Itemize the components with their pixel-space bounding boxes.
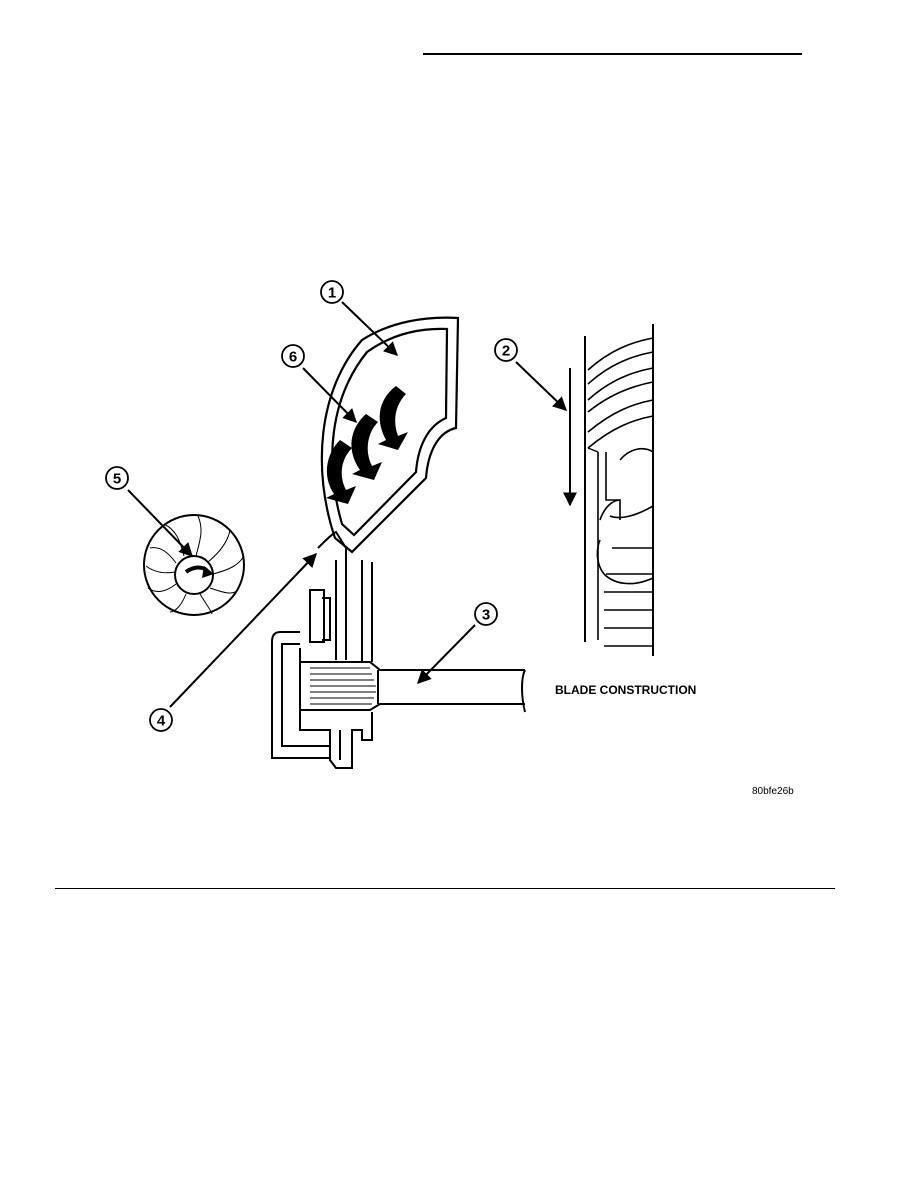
blade-construction-detail xyxy=(563,324,654,656)
header-rule xyxy=(423,53,802,55)
callout-4: 4 xyxy=(149,708,173,732)
leader-line-3 xyxy=(417,624,476,684)
footer-rule xyxy=(55,888,835,889)
leader-line-1 xyxy=(341,301,399,356)
input-shaft xyxy=(299,661,526,714)
callout-6-label: 6 xyxy=(289,349,297,366)
callout-5-label: 5 xyxy=(113,471,121,488)
fluid-flow-arrows xyxy=(326,386,408,504)
callout-1-label: 1 xyxy=(328,285,336,302)
callout-6: 6 xyxy=(281,344,305,368)
callout-3-label: 3 xyxy=(482,607,490,624)
callout-5: 5 xyxy=(105,466,129,490)
leader-line-6 xyxy=(302,367,357,423)
callout-2-label: 2 xyxy=(502,343,510,360)
leader-line-2 xyxy=(515,361,568,411)
figure-id: 80bfe26b xyxy=(752,786,794,797)
turbine-hub xyxy=(271,530,373,769)
callout-4-label: 4 xyxy=(157,713,166,730)
leader-lines xyxy=(127,301,568,708)
leader-line-5 xyxy=(127,489,193,558)
blade-construction-caption: BLADE CONSTRUCTION xyxy=(555,683,696,697)
callout-3: 3 xyxy=(474,602,498,626)
leader-line-4 xyxy=(169,552,317,708)
callout-2: 2 xyxy=(494,338,518,362)
turbine-end-view xyxy=(143,514,245,616)
callout-1: 1 xyxy=(320,280,344,304)
